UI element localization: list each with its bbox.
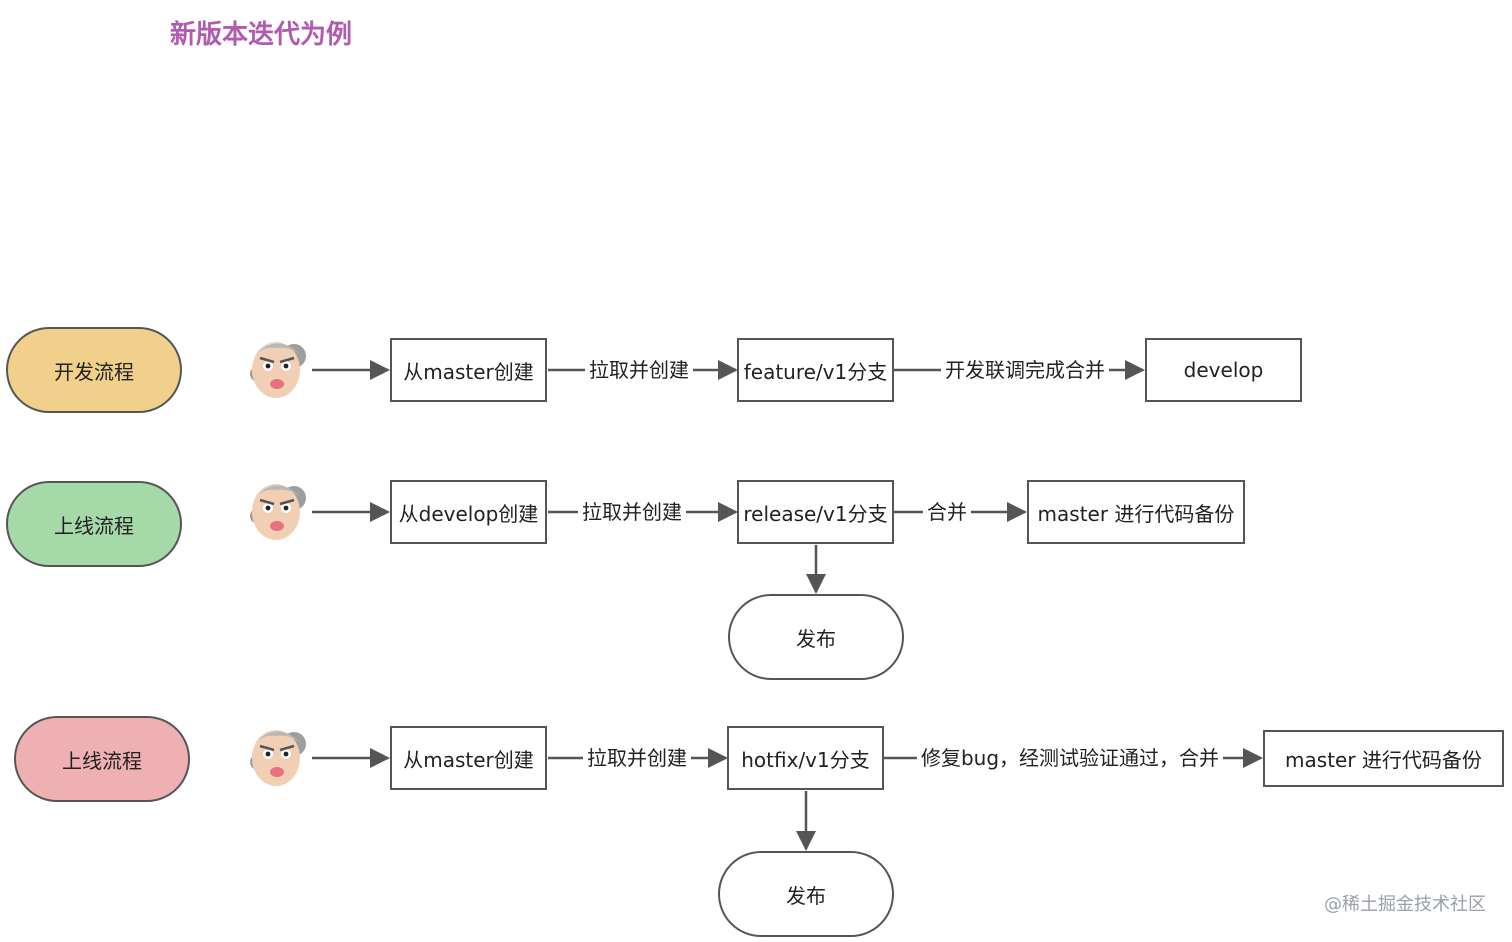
edge-label-merge: 修复bug，经测试验证通过，合并	[916, 748, 1224, 768]
edge-label-merge: 合并	[923, 502, 971, 522]
developer-avatar-icon	[250, 484, 306, 540]
lane-hotfix: 上线流程	[14, 716, 190, 802]
target-node: develop	[1145, 338, 1302, 402]
edge-label-pull: 拉取并创建	[585, 360, 693, 380]
publish-node: 发布	[718, 851, 894, 937]
branch-node: release/v1分支	[737, 480, 894, 544]
watermark: @稀土掘金技术社区	[1324, 894, 1486, 915]
publish-node: 发布	[728, 594, 904, 680]
source-node: 从master创建	[390, 338, 547, 402]
branch-node: hotfix/v1分支	[727, 726, 884, 790]
source-node: 从master创建	[390, 726, 547, 790]
edge-label-pull: 拉取并创建	[583, 748, 691, 768]
lane-label: 开发流程	[54, 359, 134, 384]
edge-label-merge: 开发联调完成合并	[941, 360, 1109, 380]
developer-avatar-icon	[250, 342, 306, 398]
edge-label-pull: 拉取并创建	[578, 502, 686, 522]
diagram-title: 新版本迭代为例	[170, 20, 353, 50]
target-node: master 进行代码备份	[1263, 730, 1504, 787]
lane-label: 上线流程	[54, 513, 134, 538]
lane-release: 上线流程	[6, 481, 182, 567]
lane-label: 上线流程	[62, 748, 142, 773]
target-node: master 进行代码备份	[1027, 480, 1245, 544]
branch-node: feature/v1分支	[737, 338, 894, 402]
lane-dev: 开发流程	[6, 327, 182, 413]
source-node: 从develop创建	[390, 480, 547, 544]
developer-avatar-icon	[250, 730, 306, 786]
